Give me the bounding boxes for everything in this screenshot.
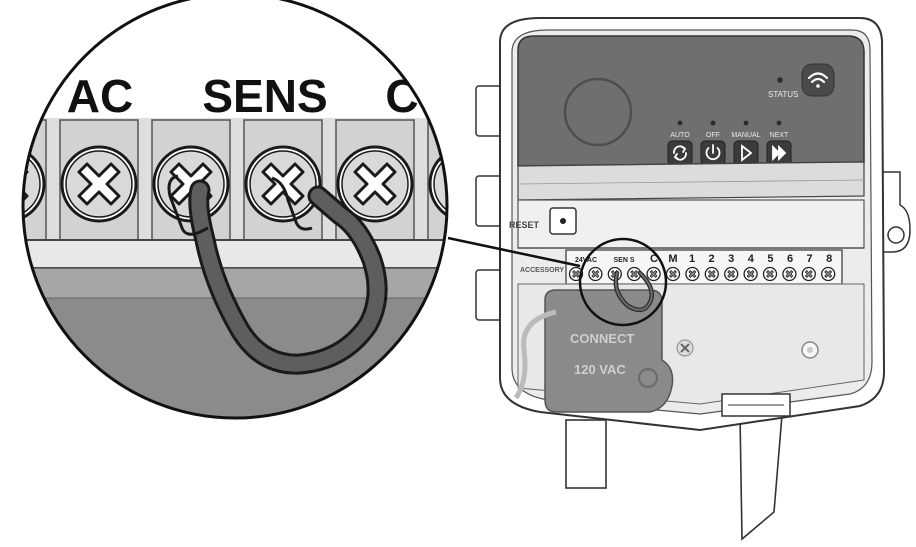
- panel-buttons: AUTO OFF MANUAL NEXT: [667, 120, 792, 166]
- terminal-label: 1: [689, 253, 695, 265]
- terminal-label: M: [668, 253, 677, 265]
- mid-strip: [517, 161, 865, 201]
- led-manual: [743, 120, 749, 126]
- terminal-screw[interactable]: [821, 266, 836, 282]
- terminal-label: 8: [826, 253, 832, 265]
- fast-forward-icon: [772, 144, 787, 162]
- terminal-screw[interactable]: [665, 266, 681, 282]
- led-off: [710, 120, 716, 126]
- terminal-label: 6: [787, 253, 793, 265]
- led-next: [776, 120, 782, 126]
- zoom-label: SENS: [202, 70, 327, 122]
- callout-circle: [578, 237, 668, 327]
- accessory-label: ACCESSORY: [520, 267, 564, 274]
- terminal-screw[interactable]: [588, 266, 603, 282]
- reset-label: RESET: [509, 220, 540, 230]
- play-icon: [741, 144, 753, 162]
- auto-button[interactable]: AUTO: [667, 120, 693, 166]
- terminal-block: [565, 249, 843, 285]
- terminal-screw[interactable]: [646, 266, 661, 282]
- status-label: STATUS: [768, 90, 798, 99]
- callout-leader-line: [447, 236, 581, 268]
- terminal-screw[interactable]: [762, 266, 778, 282]
- terminal-screw[interactable]: [782, 266, 797, 282]
- terminal-label: C: [650, 253, 658, 265]
- controller-unit: STATUS AUTO OFF MANUAL NEXT RESET ACCESSORY…: [475, 17, 911, 541]
- terminal-label: 5: [767, 253, 773, 265]
- zoom-terminal-screw: [60, 145, 138, 223]
- button-label: NEXT: [770, 132, 789, 139]
- button-label: OFF: [706, 132, 720, 139]
- terminal-screw[interactable]: [685, 266, 700, 282]
- terminal-screw[interactable]: [704, 266, 719, 282]
- mounting-leg-right: [739, 414, 783, 541]
- manual-button[interactable]: MANUAL: [731, 120, 761, 166]
- cycle-icon: [673, 145, 687, 161]
- terminal-screw[interactable]: [743, 266, 758, 282]
- terminal-label: 4: [748, 253, 755, 265]
- front-panel: [517, 35, 865, 167]
- terminal-label: 7: [807, 253, 813, 265]
- led-auto: [677, 120, 683, 126]
- button-label: MANUAL: [731, 132, 760, 139]
- zoom-terminals: [23, 119, 447, 245]
- next-button[interactable]: NEXT: [766, 120, 792, 166]
- zoom-label: AC: [67, 70, 133, 122]
- off-button[interactable]: OFF: [700, 120, 726, 166]
- terminal-screw[interactable]: [724, 266, 739, 282]
- cover-text-connect: CONNECT: [570, 331, 634, 346]
- mounting-leg-left: [565, 419, 607, 489]
- terminal-label: 2: [709, 253, 715, 265]
- zoom-terminal-screw: [244, 145, 322, 223]
- conduit-cover: [544, 289, 674, 413]
- logo-circle: [563, 77, 633, 147]
- terminal-label: 3: [728, 253, 734, 265]
- terminal-label: SEN S: [613, 257, 634, 264]
- power-icon: [705, 144, 721, 161]
- cover-text-voltage: 120 VAC: [574, 362, 626, 377]
- button-label: AUTO: [670, 132, 690, 139]
- status-led: [777, 77, 783, 83]
- wifi-icon: [807, 72, 829, 88]
- terminal-screw[interactable]: [801, 266, 816, 282]
